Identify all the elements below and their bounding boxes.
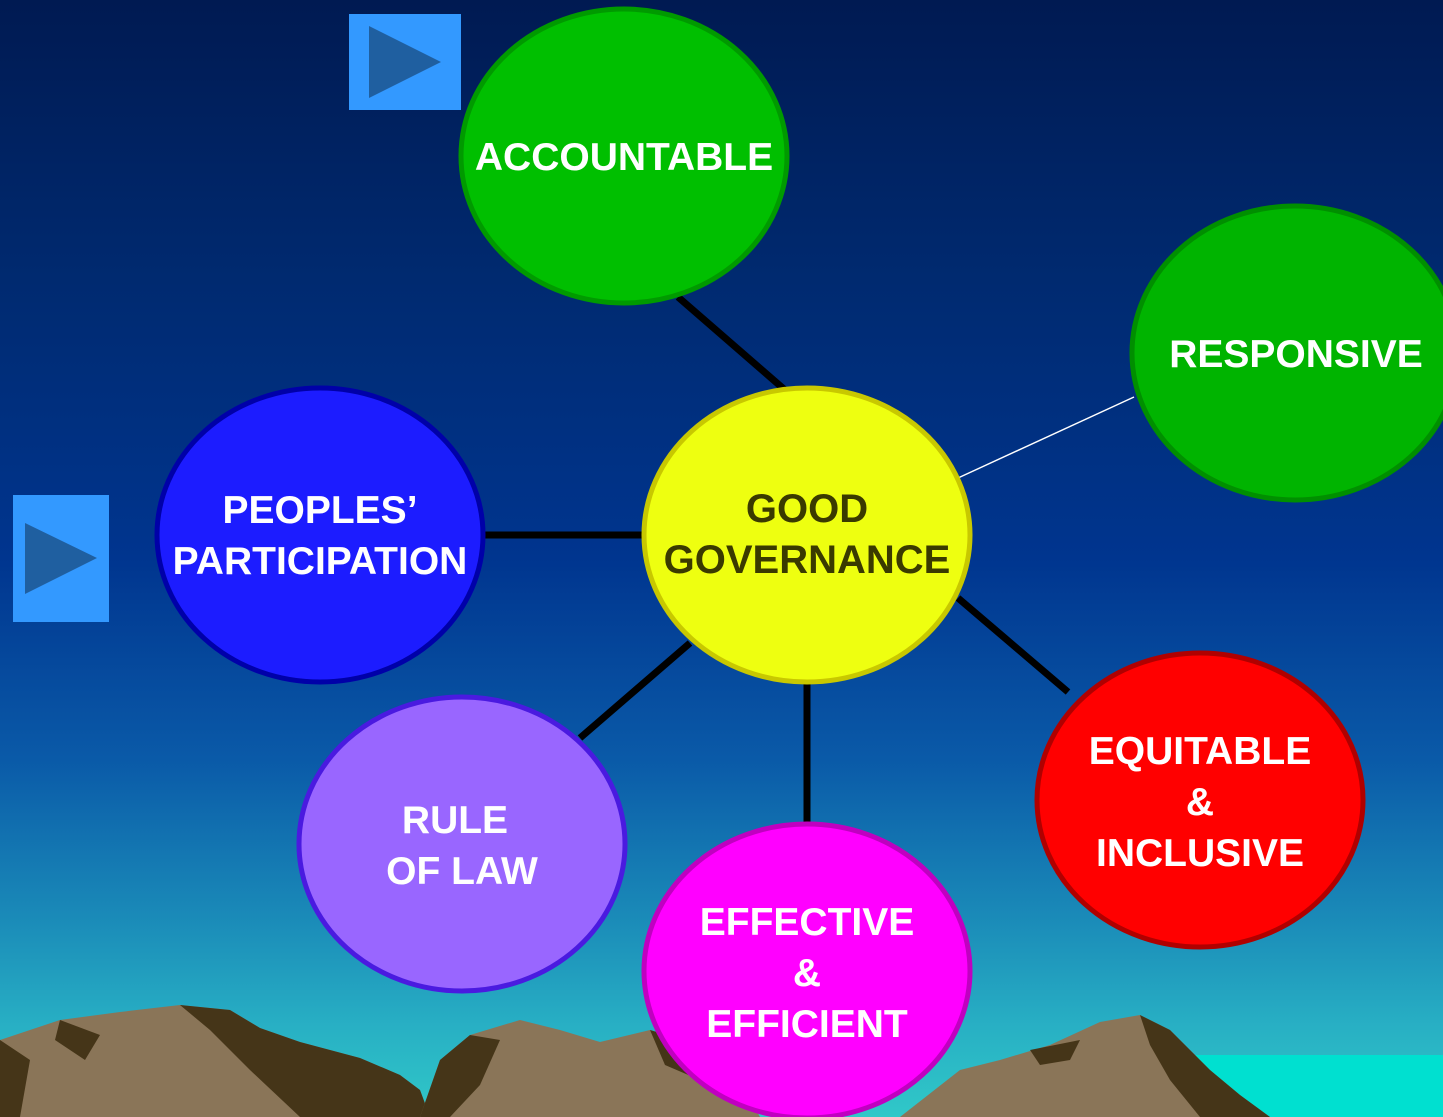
node-label-line: EFFICIENT [706, 1002, 908, 1046]
node-label-line: & [1185, 780, 1215, 824]
node-label-line: RESPONSIVE [1169, 332, 1423, 376]
node-label-line: GOOD [745, 487, 869, 531]
connector-equitable-inclusive [955, 595, 1071, 695]
play-arrow-icon[interactable] [349, 14, 461, 110]
node-responsive [1129, 203, 1443, 503]
mountain-shadow-3 [55, 1020, 100, 1060]
node-peoples-participation [154, 385, 486, 685]
node-label-accountable: ACCOUNTABLE [464, 126, 784, 188]
node-label-line: ACCOUNTABLE [474, 135, 774, 179]
node-rule-of-law [296, 694, 628, 994]
connector-accountable [675, 294, 788, 393]
connector-responsive [957, 396, 1135, 479]
mountain-shadow-6 [1140, 1015, 1270, 1117]
node-label-equitable-inclusive: EQUITABLE & INCLUSIVE [1040, 725, 1360, 879]
node-label-line: & [792, 951, 822, 995]
node-label-peoples-participation: PEOPLES’ PARTICIPATION [160, 485, 480, 587]
node-label-line: RULE [401, 799, 509, 842]
nav-button-top-arrow [369, 26, 441, 98]
connector-rule-of-law [577, 640, 693, 741]
nav-button-left-arrow [25, 523, 97, 594]
node-equitable-inclusive [1034, 650, 1366, 950]
mountain-shadow-4 [420, 1035, 500, 1117]
play-arrow-icon[interactable] [13, 495, 109, 622]
node-effective-efficient [641, 821, 973, 1117]
node-label-effective-efficient: EFFECTIVE & EFFICIENT [647, 896, 967, 1050]
node-good-governance [641, 385, 973, 685]
node-label-line: INCLUSIVE [1095, 831, 1305, 875]
node-label-good-governance: GOOD GOVERNANCE [647, 460, 967, 610]
mountain-shadow-1 [180, 1005, 430, 1117]
node-label-line: PARTICIPATION [172, 540, 468, 583]
node-label-responsive: RESPONSIVE [1146, 323, 1443, 385]
node-label-line: OF LAW [386, 850, 538, 893]
node-accountable [458, 6, 790, 306]
node-label-line: PEOPLES’ [222, 489, 418, 532]
node-label-rule-of-law: RULE OF LAW [302, 795, 622, 897]
diagram-nodes [154, 6, 1443, 1117]
node-label-line: GOVERNANCE [663, 538, 951, 582]
node-label-line: EQUITABLE [1088, 729, 1312, 773]
connector-lines [485, 294, 1135, 830]
node-label-line: EFFECTIVE [699, 900, 915, 944]
mountain-shadow-7 [1030, 1040, 1080, 1065]
mountain-range [0, 1005, 1270, 1117]
mountain-shadow-2 [0, 1040, 30, 1117]
